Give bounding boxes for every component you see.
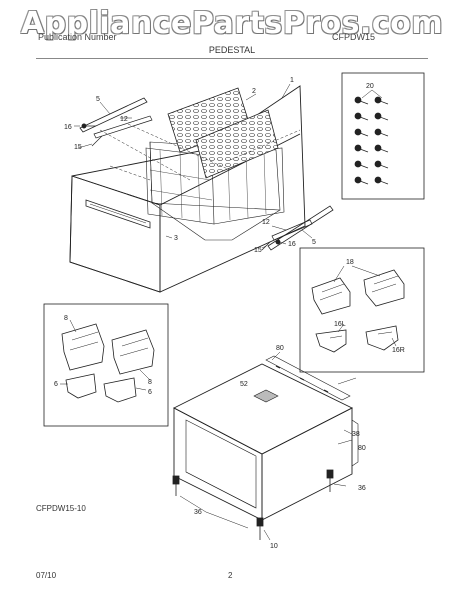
callout-16r: 16R [392,347,405,354]
callout-6-left: 6 [54,381,58,388]
callout-6-right: 6 [148,389,152,396]
callout-20: 20 [366,83,374,90]
callout-16-left: 16 [64,124,72,131]
drawer-front [69,175,161,293]
bracket-inset-left [43,303,169,427]
left-slide-rail-lower [93,115,153,139]
bracket-6-right [103,377,137,403]
bracket-16r [365,325,399,351]
callout-5-right: 5 [312,239,316,246]
header-rule [36,58,428,59]
bracket-inset-left-frame [43,303,169,427]
callout-5-left: 5 [96,96,100,103]
callout-15-right: 15 [254,247,262,254]
bracket-8-right [111,329,155,375]
cabinet-opening [185,419,257,509]
page-number: 2 [228,571,233,580]
page-title: PEDESTAL [208,45,256,55]
bracket-6-left [65,373,97,399]
callout-52: 52 [240,381,248,388]
callout-labels: 1 2 3 5 5 12 12 15 15 16 16 20 18 16L 16… [54,77,405,550]
publication-label: Publication Number [38,32,117,42]
callout-8-right: 8 [148,379,152,386]
callout-12-left: 12 [120,116,128,123]
diagram-code: CFPDW15-10 [36,504,86,513]
pedestal-cabinet [172,351,359,541]
callout-2: 2 [252,88,256,95]
watermark: AppliancePartsPros.com [20,6,444,41]
model-number: CFPDW15 [332,32,376,42]
screw-icons [354,96,389,185]
bracket-18-left [311,277,351,315]
callout-80-top: 80 [276,345,284,352]
callout-36-right: 36 [358,485,366,492]
callout-12-right: 12 [262,219,270,226]
callout-3: 3 [174,235,178,242]
callout-36-bottom: 36 [194,509,202,516]
bracket-16l [315,329,347,353]
back-flange [265,355,351,401]
bracket-inset-right-frame [299,247,425,373]
screw-inset-frame [341,72,425,200]
drawer-assembly [69,83,334,293]
cabinet-top [173,363,354,455]
cabinet-front [173,407,263,521]
divider-lower [195,109,279,179]
right-slide-rail [267,205,334,251]
left-slide-rail [79,97,148,133]
callout-10: 10 [270,543,278,550]
cabinet-side [261,407,353,521]
screw-inset [341,72,425,200]
callout-1: 1 [290,77,294,84]
callout-80-side: 80 [358,445,366,452]
right-slide-rail-lower [271,219,313,241]
callout-38: 38 [352,431,360,438]
callout-16-right: 16 [288,241,296,248]
top-bracket-52 [253,389,279,403]
bracket-inset-right [299,247,425,373]
bracket-8-left [61,323,105,371]
callout-15-left: 15 [74,144,82,151]
leveling-legs [172,469,334,540]
callout-8-left: 8 [64,315,68,322]
drawer-handle [85,199,151,229]
callout-18: 18 [346,259,354,266]
publication-date: 07/10 [36,571,57,580]
bracket-18-right [363,269,405,307]
callout-16l: 16L [334,321,346,328]
